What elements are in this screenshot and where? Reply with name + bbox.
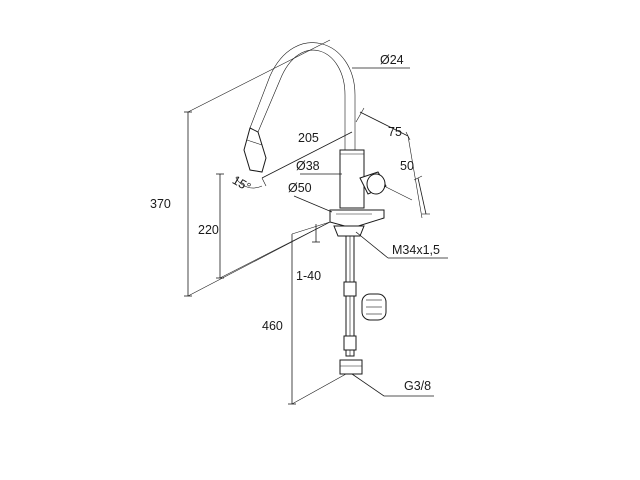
dim-spout-diameter: Ø24: [380, 53, 404, 67]
dim-spray-angle: 15°: [230, 173, 253, 195]
hose-fitting-upper: [343, 281, 357, 297]
dim-mounting-thread: M34x1,5: [392, 243, 440, 257]
dim-lever-offset: 75: [388, 125, 402, 139]
spray-head-nozzle: [249, 169, 263, 173]
dimension-lines: [184, 39, 448, 405]
dim-hose-connection: G3/8: [404, 379, 431, 393]
dim-spout-reach: 205: [298, 131, 319, 145]
dim-base-diameter: Ø50: [288, 181, 312, 195]
dim-lever-height: 50: [400, 159, 414, 173]
hose-end: [339, 359, 363, 375]
dim-body-diameter: Ø38: [296, 159, 320, 173]
lever-knob: [366, 173, 386, 195]
dim-deck-thickness: 1-40: [296, 269, 321, 283]
hose-fitting-lower: [343, 335, 357, 351]
base-plate: [329, 209, 385, 229]
spray-head-seam: [246, 139, 263, 146]
dim-hose-length: 460: [262, 319, 283, 333]
dimension-labels: Ø24 205 75 Ø38 50 Ø50 370 220 15° M34x1,…: [150, 53, 440, 393]
dim-total-height: 370: [150, 197, 171, 211]
spray-head: [243, 127, 267, 173]
mounting-nut: [333, 225, 365, 237]
faucet-drawing: [243, 42, 413, 375]
dim-outlet-height: 220: [198, 223, 219, 237]
spout-outer: [257, 49, 346, 150]
